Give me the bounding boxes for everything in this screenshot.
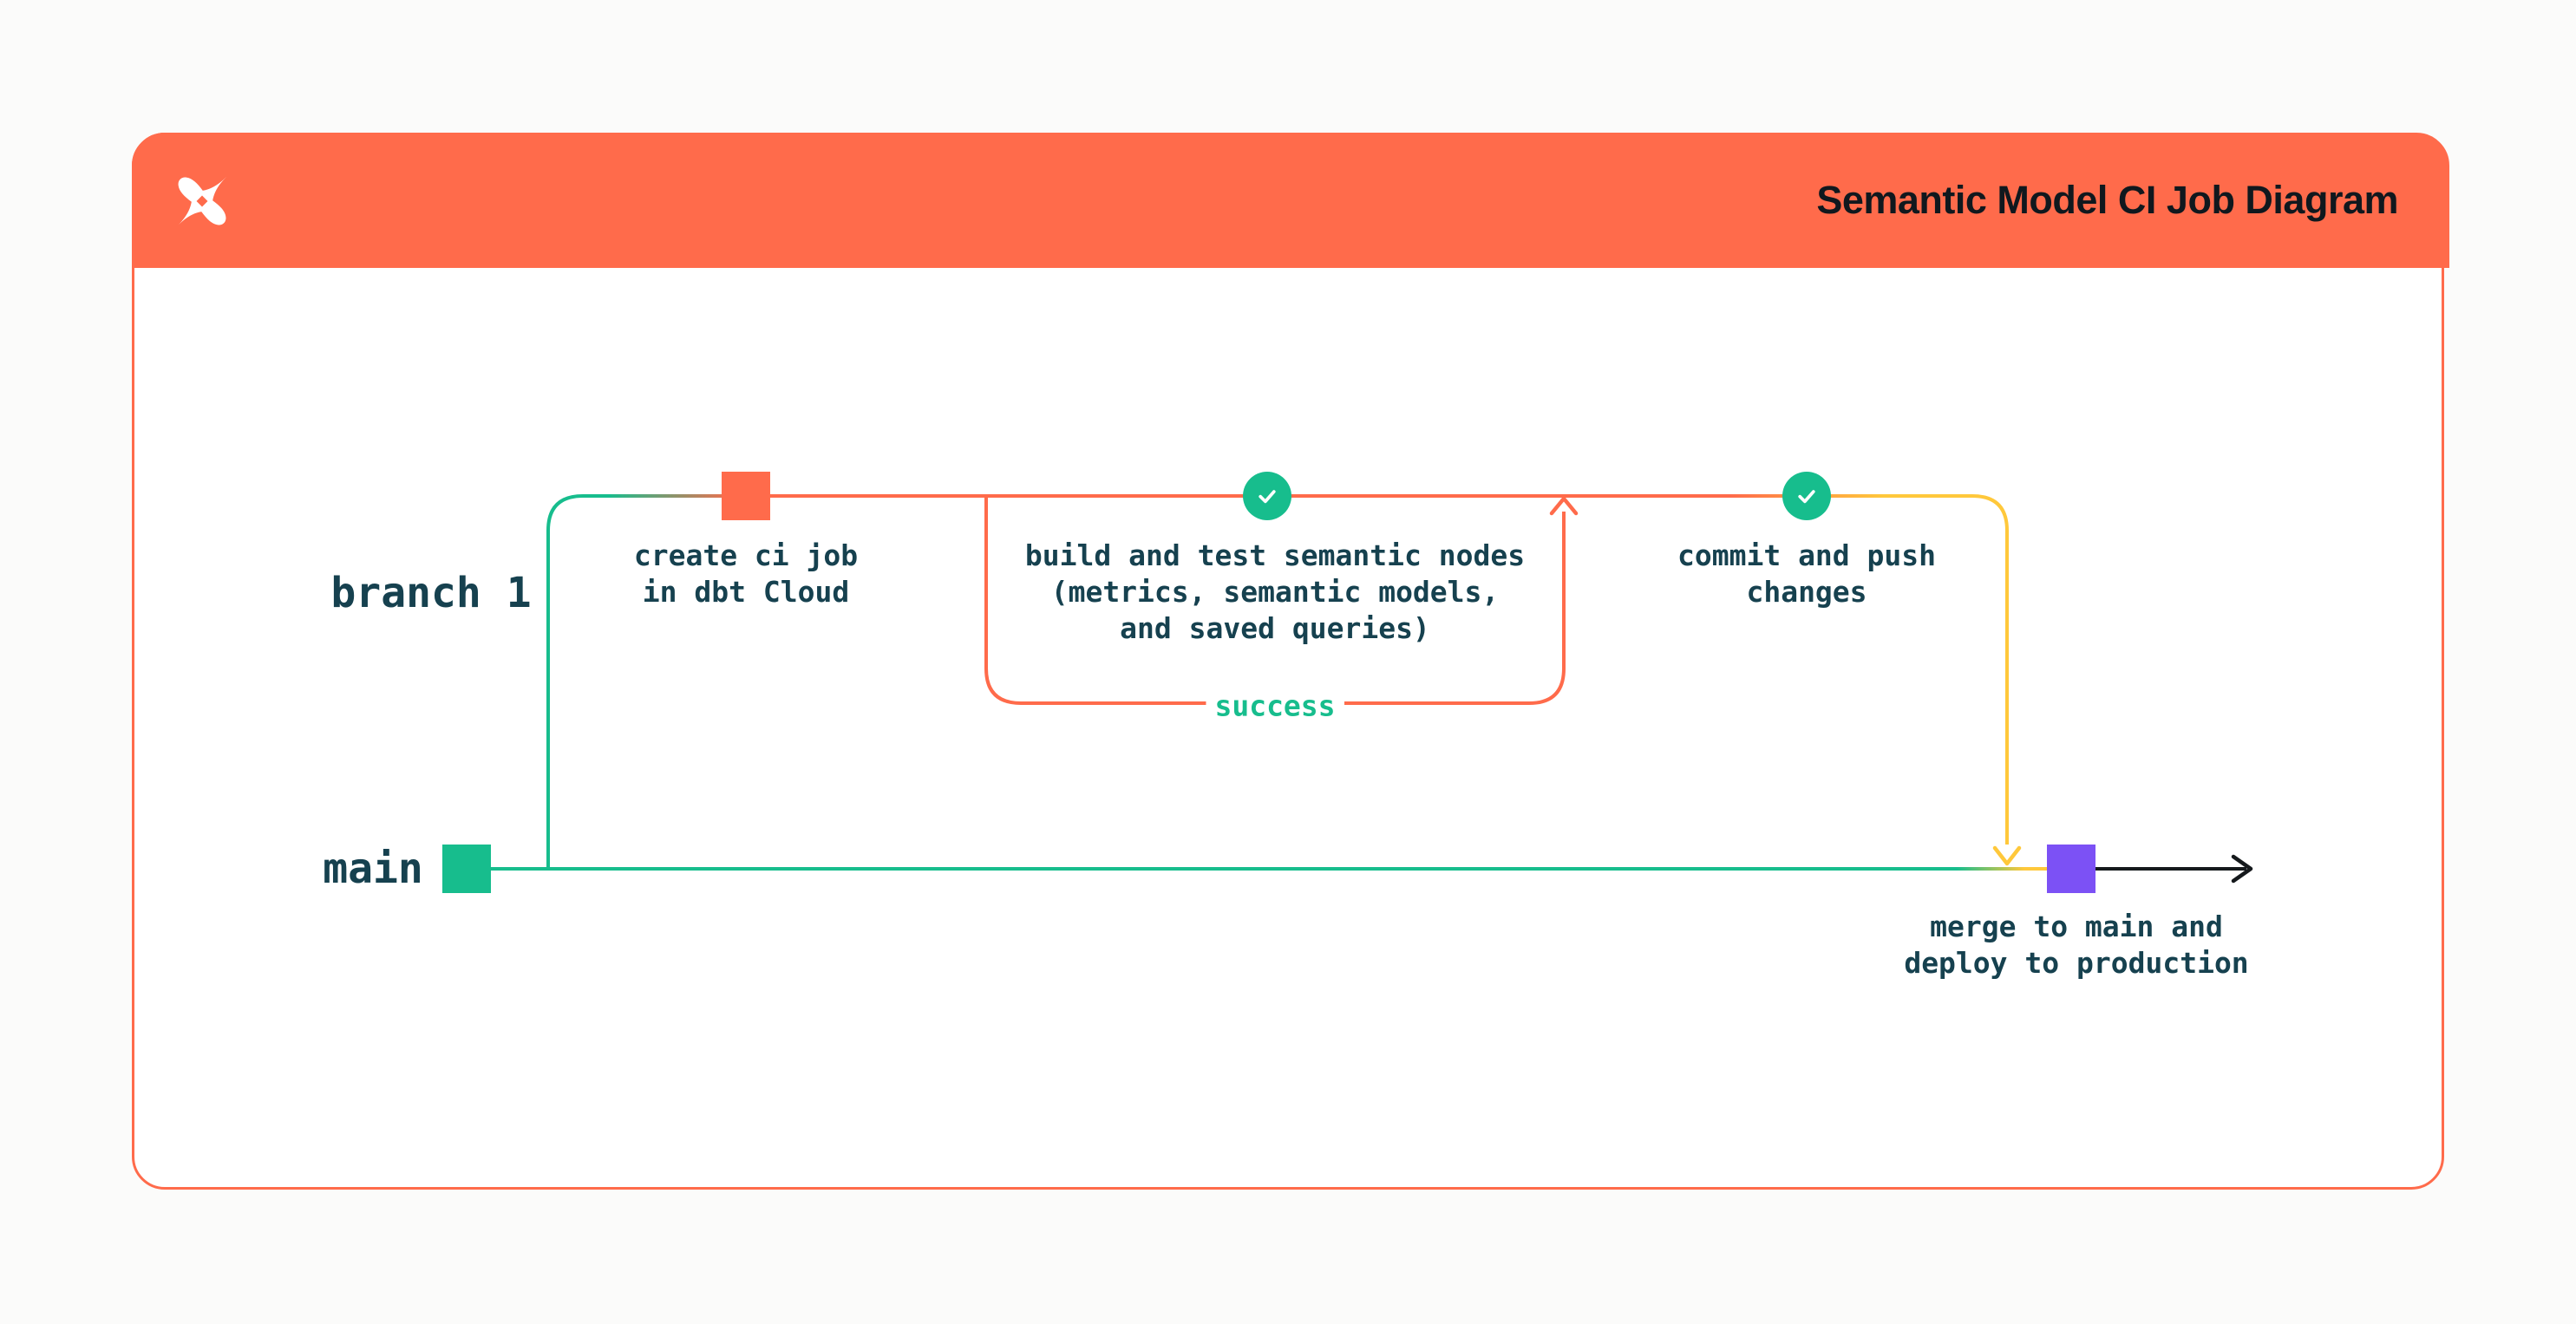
success-label: success (1206, 688, 1344, 723)
main-start-node (442, 845, 491, 893)
caption-line: commit and push (1677, 538, 1937, 572)
check-icon (1259, 490, 1276, 504)
check-icon (1798, 490, 1815, 504)
build-test-check-node (1243, 472, 1291, 520)
caption-line: deploy to production (1904, 946, 2249, 980)
caption-merge-deploy: merge to main and deploy to production (1904, 909, 2248, 982)
branch-label: branch 1 (330, 569, 532, 617)
create-ci-job-node (722, 472, 770, 520)
caption-commit-push: commit and push changes (1677, 538, 1936, 610)
commit-push-check-node (1782, 472, 1831, 520)
caption-line: create ci job (633, 538, 859, 572)
card-header: Semantic Model CI Job Diagram (132, 133, 2449, 268)
dbt-logo-icon (177, 176, 227, 226)
caption-line: build and test semantic nodes (1024, 538, 1526, 572)
caption-build-test: build and test semantic nodes (metrics, … (1025, 538, 1525, 647)
diagram-card: Semantic Model CI Job Diagram (132, 133, 2449, 1190)
caption-line: (metrics, semantic models, (1050, 575, 1500, 609)
caption-line: in dbt Cloud (642, 575, 850, 609)
main-label: main (323, 845, 423, 893)
caption-line: merge to main and (1930, 910, 2223, 943)
page-title: Semantic Model CI Job Diagram (1816, 178, 2398, 222)
caption-line: changes (1746, 575, 1867, 609)
merge-deploy-node (2047, 845, 2095, 893)
caption-create-ci-job: create ci job in dbt Cloud (634, 538, 858, 610)
caption-line: and saved queries) (1120, 611, 1430, 645)
